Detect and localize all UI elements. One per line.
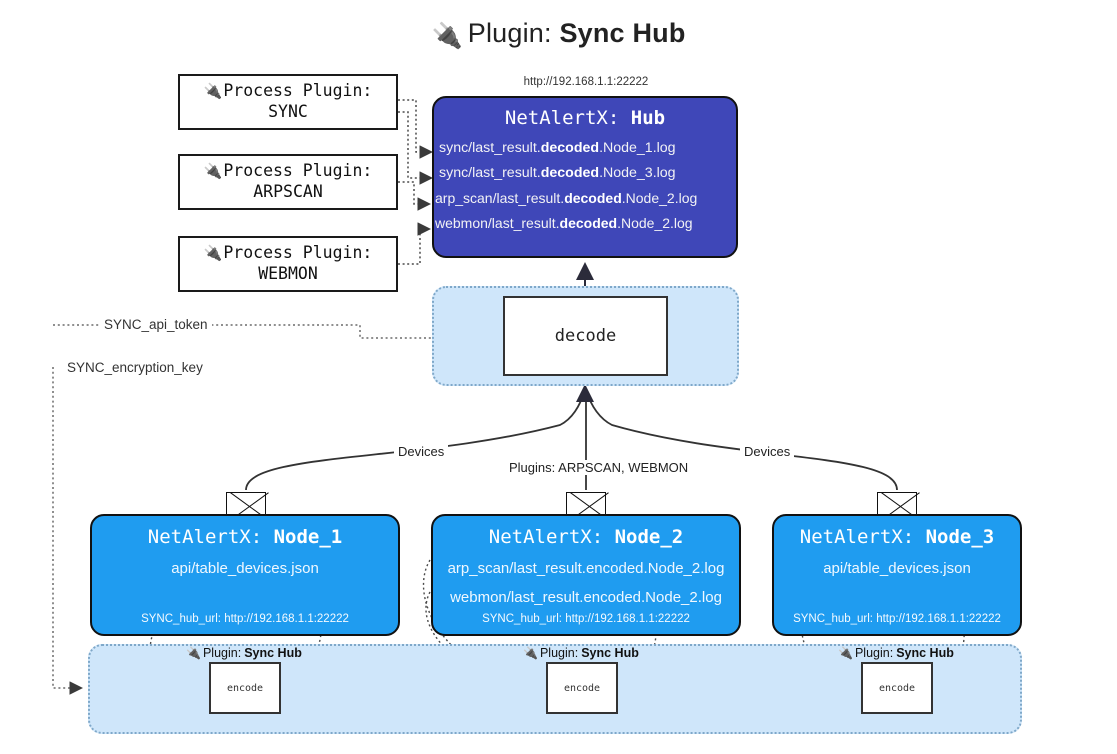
hub-title-name: Hub [630, 107, 666, 129]
edge-node3-to-decode [586, 391, 898, 491]
plug-icon: 🔌 [838, 646, 853, 660]
encode-box-node-3[interactable]: encode [861, 662, 933, 714]
plug-icon: 🔌 [523, 646, 538, 660]
edge-node1-to-decode [245, 391, 585, 491]
process-plugin-webmon[interactable]: 🔌Process Plugin: WEBMON [178, 236, 398, 292]
process-plugin-name: SYNC [268, 102, 308, 121]
node-footer: SYNC_hub_url: http://192.168.1.1:22222 [141, 613, 349, 625]
node-line: webmon/last_result.encoded.Node_2.log [450, 589, 722, 606]
hub-card[interactable]: NetAlertX: Hub sync/last_result.decoded.… [432, 96, 738, 258]
edge-label-devices-right: Devices [740, 444, 795, 459]
decode-box[interactable]: decode [503, 296, 668, 376]
edge-arpscan-to-hub [398, 181, 431, 211]
hub-log-line-3: arp_scan/last_result.decoded.Node_2.log [435, 190, 698, 206]
hub-log-line-2: sync/last_result.decoded.Node_3.log [439, 165, 676, 181]
hub-log-line-4: webmon/last_result.decoded.Node_2.log [435, 215, 693, 231]
node-line: api/table_devices.json [823, 560, 971, 577]
sync-api-token-label: SYNC_api_token [100, 317, 212, 332]
page-title: 🔌Plugin: Sync Hub [0, 18, 1117, 50]
plug-icon: 🔌 [203, 82, 223, 101]
process-plugin-arpscan[interactable]: 🔌Process Plugin: ARPSCAN [178, 154, 398, 210]
process-plugin-name: WEBMON [258, 264, 318, 283]
process-plugin-name: ARPSCAN [253, 182, 323, 201]
plug-icon: 🔌 [203, 244, 223, 263]
encode-box-node-2[interactable]: encode [546, 662, 618, 714]
node-card-node-2[interactable]: NetAlertX: Node_2 arp_scan/last_result.e… [431, 514, 741, 636]
edge-encryption-key [52, 367, 83, 695]
edge-sync-to-hub [398, 99, 433, 159]
edge-label-devices-left: Devices [394, 444, 449, 459]
node-title: NetAlertX: Node_3 [799, 526, 995, 548]
plugin-label-node-3: 🔌Plugin:Sync Hub [838, 646, 954, 660]
node-line: api/table_devices.json [171, 560, 319, 577]
hub-log-line-1: sync/last_result.decoded.Node_1.log [439, 140, 676, 156]
title-prefix: Plugin: [467, 18, 552, 48]
plug-icon: 🔌 [186, 646, 201, 660]
node-footer: SYNC_hub_url: http://192.168.1.1:22222 [793, 613, 1001, 625]
edge-webmon-to-hub [398, 222, 431, 265]
title-name: Sync Hub [559, 18, 686, 48]
edge-label-plugins: Plugins: ARPSCAN, WEBMON [505, 460, 693, 475]
edge-sync-to-hub-2 [398, 111, 433, 185]
plug-icon: 🔌 [431, 22, 463, 50]
process-plugin-label: Process Plugin: [223, 81, 373, 101]
plugin-label-node-1: 🔌Plugin:Sync Hub [186, 646, 302, 660]
sync-encryption-key-label: SYNC_encryption_key [63, 360, 207, 375]
node-title: NetAlertX: Node_1 [147, 526, 343, 548]
process-plugin-label: Process Plugin: [223, 243, 373, 263]
hub-title-prefix: NetAlertX: [504, 107, 620, 129]
node-footer: SYNC_hub_url: http://192.168.1.1:22222 [482, 613, 690, 625]
node-line: arp_scan/last_result.encoded.Node_2.log [447, 560, 725, 577]
process-plugin-sync[interactable]: 🔌Process Plugin: SYNC [178, 74, 398, 130]
hub-title: NetAlertX: Hub [434, 107, 736, 129]
encode-box-node-1[interactable]: encode [209, 662, 281, 714]
node-card-node-1[interactable]: NetAlertX: Node_1 api/table_devices.json… [90, 514, 400, 636]
plug-icon: 🔌 [203, 162, 223, 181]
node-title: NetAlertX: Node_2 [488, 526, 684, 548]
plugin-label-node-2: 🔌Plugin:Sync Hub [523, 646, 639, 660]
process-plugin-label: Process Plugin: [223, 161, 373, 181]
node-card-node-3[interactable]: NetAlertX: Node_3 api/table_devices.json… [772, 514, 1022, 636]
hub-url-label: http://192.168.1.1:22222 [523, 76, 649, 88]
